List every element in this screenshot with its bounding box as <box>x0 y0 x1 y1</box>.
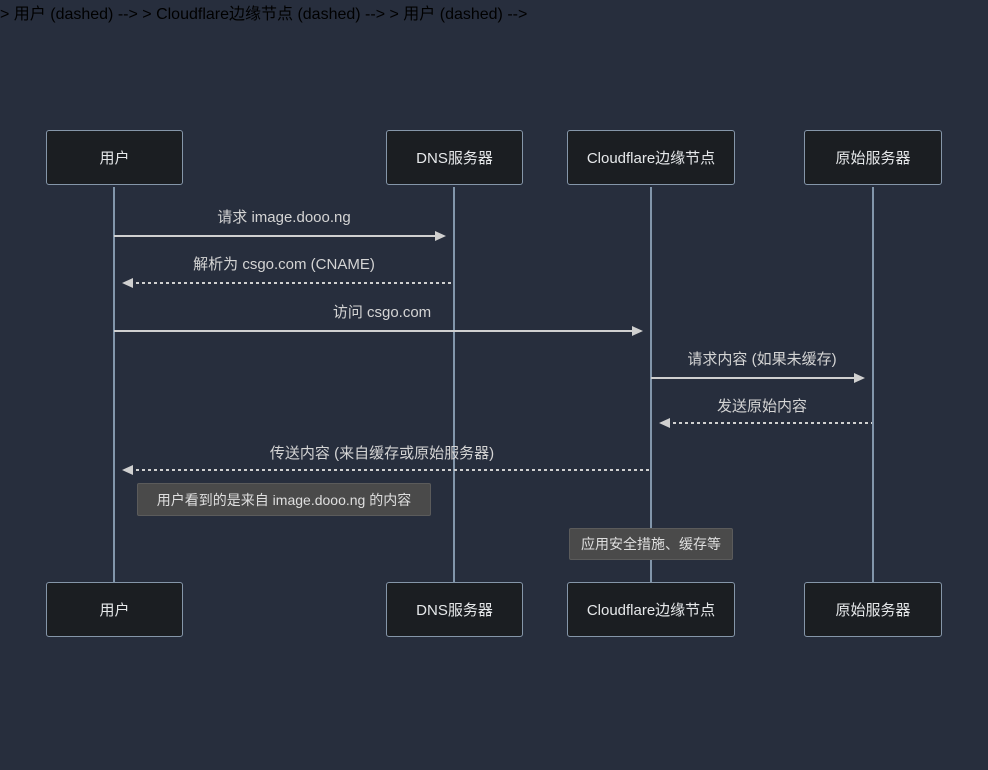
arrowhead-right-icon <box>854 373 865 383</box>
message-line <box>651 373 865 383</box>
lifeline-origin-server <box>872 187 874 582</box>
actor-box-cloudflare-edge-bottom: Cloudflare边缘节点 <box>567 582 735 637</box>
note-user-content: 用户看到的是来自 image.dooo.ng 的内容 <box>137 483 431 516</box>
actor-box-dns-server-bottom: DNS服务器 <box>386 582 523 637</box>
actor-box-origin-server-bottom: 原始服务器 <box>804 582 942 637</box>
lifeline-user <box>113 187 115 582</box>
actor-label: Cloudflare边缘节点 <box>586 150 716 167</box>
message-line <box>122 278 454 288</box>
message-label: 传送内容 (来自缓存或原始服务器) <box>269 445 495 462</box>
lifeline-dns-server <box>453 187 455 582</box>
actor-label: 原始服务器 <box>835 150 911 167</box>
actor-box-cloudflare-edge-top: Cloudflare边缘节点 <box>567 130 735 185</box>
actor-label: 用户 <box>99 602 130 619</box>
actor-box-user-top: 用户 <box>46 130 183 185</box>
actor-label: DNS服务器 <box>416 602 493 619</box>
note-text: 用户看到的是来自 image.dooo.ng 的内容 <box>156 491 412 508</box>
message-line <box>114 231 446 241</box>
message-line <box>122 465 650 475</box>
arrowhead-left-icon <box>122 465 133 475</box>
actor-label: DNS服务器 <box>416 150 493 167</box>
arrowhead-right-icon <box>435 231 446 241</box>
actor-label: Cloudflare边缘节点 <box>586 602 716 619</box>
actor-label: 原始服务器 <box>835 602 911 619</box>
message-line <box>114 326 643 336</box>
actor-box-user-bottom: 用户 <box>46 582 183 637</box>
arrowhead-left-icon <box>659 418 670 428</box>
message-label: 请求内容 (如果未缓存) <box>687 351 837 368</box>
actor-label: 用户 <box>99 150 130 167</box>
actor-box-origin-server-top: 原始服务器 <box>804 130 942 185</box>
arrowhead-left-icon <box>122 278 133 288</box>
message-label: 解析为 csgo.com (CNAME) <box>193 256 375 273</box>
message-label: 发送原始内容 <box>716 398 808 415</box>
arrowhead-right-icon <box>632 326 643 336</box>
message-line <box>659 418 872 428</box>
note-text: 应用安全措施、缓存等 <box>581 536 721 552</box>
message-label: 请求 image.dooo.ng <box>217 209 351 226</box>
message-label: 访问 csgo.com <box>332 304 432 321</box>
note-cloudflare-security: 应用安全措施、缓存等 <box>569 528 733 560</box>
actor-box-dns-server-top: DNS服务器 <box>386 130 523 185</box>
lifeline-cloudflare-edge <box>650 187 652 582</box>
